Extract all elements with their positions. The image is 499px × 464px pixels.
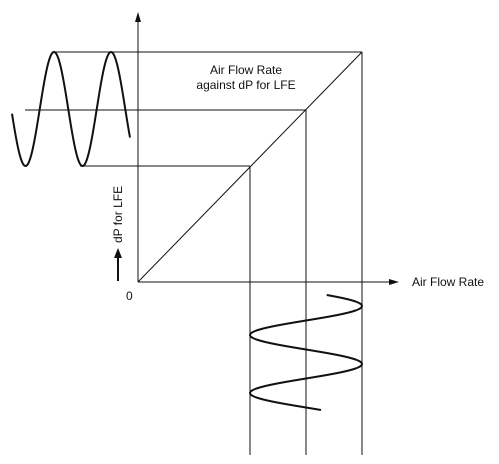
y-axis-arrowhead [135,12,141,22]
x-axis-arrowhead [389,279,399,285]
y-axis-label: dP for LFE [111,186,125,243]
flow-sine-wave [248,294,364,411]
diagram-title-line1: Air Flow Rate [210,63,282,77]
origin-label: 0 [126,289,133,303]
pressure-sine-wave [11,50,131,168]
x-axis-label: Air Flow Rate [412,275,484,289]
y-label-arrowhead [114,248,122,258]
diagram-title-line2: against dP for LFE [196,78,295,92]
